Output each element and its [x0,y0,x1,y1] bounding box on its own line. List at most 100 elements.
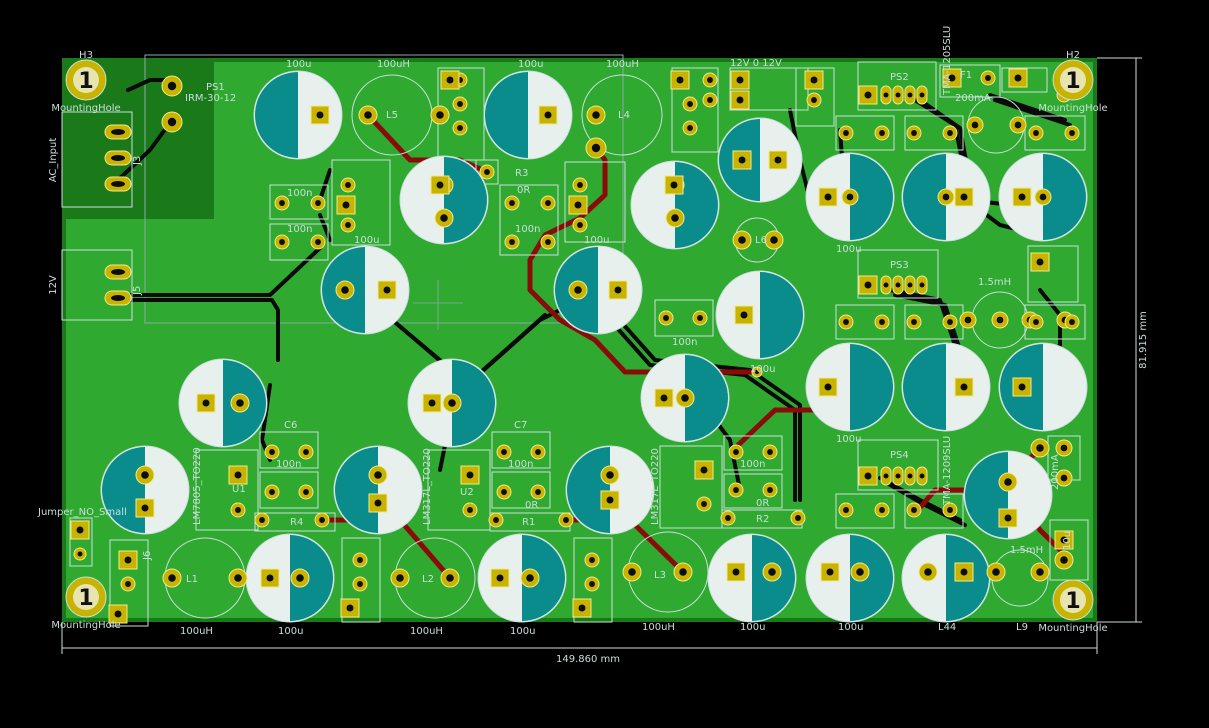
pad-drill-hole [545,200,551,206]
pad-drill-hole [578,604,586,612]
cap-outline [499,184,559,256]
pad-drill-hole [907,473,913,479]
pad-drill-hole [457,125,463,131]
hole-label: MountingHole [51,620,120,631]
pad-drill-hole [383,286,391,294]
pad-drill-hole [767,487,773,493]
fuse-outline [1027,245,1079,303]
pad-drill-hole [879,130,885,136]
pad-drill-hole [733,487,739,493]
capacitor-polarity-band [850,344,893,430]
connector-ref: J3 [132,156,143,166]
pad-drill-hole [707,77,713,83]
pad-drill-hole [484,169,490,175]
pad-drill-hole [942,193,950,201]
pad-drill-hole [770,236,778,244]
pad-drill-hole [736,96,744,104]
pad-drill-hole [992,568,1000,576]
copper-pour [66,62,1093,618]
inductor-ref: L9 [1016,622,1028,633]
pad-drill-hole [824,193,832,201]
cap-outline [491,431,551,469]
pad-drill-hole [234,574,242,582]
pad-drill-hole [303,489,309,495]
pad-drill-hole [303,449,309,455]
cap-value: 100n [740,459,765,470]
cap-outline [491,471,551,509]
pad-drill-hole [236,399,244,407]
cap-outline [723,435,783,471]
pad-drill-hole [606,471,614,479]
pad-drill-hole [259,517,265,523]
jumper-label: Jumper_NO_Small [37,507,127,518]
pad-drill-hole [738,156,746,164]
pad-drill-hole [111,129,125,135]
pad-drill-hole [919,92,925,98]
pad-drill-hole [535,489,541,495]
pad-drill-hole [589,581,595,587]
pad-drill-hole [810,76,818,84]
text-labels: 149.860 mm 81.915 mm AC_Input 12V Jumper… [37,26,1149,665]
cap-outline [904,493,964,529]
pad-drill-hole [911,507,917,513]
cap-value: 100u [286,59,311,70]
dimension-lines [61,57,1142,654]
pad-drill-hole [767,449,773,455]
pad-drill-hole [266,574,274,582]
pad-drill-hole [509,239,515,245]
cap-outline [835,115,895,151]
capacitor-polarity-band [903,154,946,240]
cap-value: 10u [1062,531,1073,550]
cap-value: 100n [276,459,301,470]
width-dimension-label: 149.860 mm [556,654,620,665]
pad-drill-hole [345,182,351,188]
cap-value: 100u [838,622,863,633]
resistor-ref: R2 [756,514,769,525]
pad-drill-hole [167,81,177,91]
pad-drill-hole [342,201,350,209]
hole-label: MountingHole [1038,103,1107,114]
pad-drill-hole [496,574,504,582]
cap-value: 100u [836,244,861,255]
pad-drill-hole [864,281,872,289]
capacitor-polarity-band [850,154,893,240]
cap-outline [1024,115,1086,151]
pad-drill-hole [440,214,448,222]
resistor-ref: R3 [515,168,528,179]
pad-drill-hole [824,383,832,391]
inductor-value: 100uH [410,626,443,637]
inductor-ref: L1 [186,574,198,585]
pad-drill-hole [346,604,354,612]
ps2-outline [857,61,937,111]
dc-12v-label: 12V [48,275,59,295]
pad-drill-hole [681,394,689,402]
pad-drill-hole [493,517,499,523]
pad-drill-hole [574,201,582,209]
pad-drill-hole [591,143,601,153]
pad-drill-hole [526,574,534,582]
pad-drill-hole [687,101,693,107]
back-track [988,93,1067,122]
pad-drill-hole [924,568,932,576]
rail-label: 12V 0 12V [730,58,782,69]
pad-drill-hole [315,239,321,245]
mounting-hole-h4: 1 MountingHole [1038,579,1108,634]
capacitor-polarity-band [850,535,893,621]
mounting-hole-h3: 1 H3 MountingHole [51,50,120,114]
pad-drill-hole [948,74,956,82]
pad-drill-hole [1033,319,1039,325]
cap-outline [259,431,319,469]
pad-drill-hole [141,504,149,512]
hole-label: MountingHole [51,103,120,114]
pad-drill-hole [315,200,321,206]
mounting-hole-h2: 1 H2 MountingHole [1038,50,1107,114]
cap-value: 100n [508,459,533,470]
regulator-ref: U2 [460,487,474,498]
pad-drill-hole [811,97,817,103]
pad-drill-hole [168,574,176,582]
cap-value: 100n [287,188,312,199]
jumper-outline [109,539,149,627]
pad-drill-hole [907,282,913,288]
